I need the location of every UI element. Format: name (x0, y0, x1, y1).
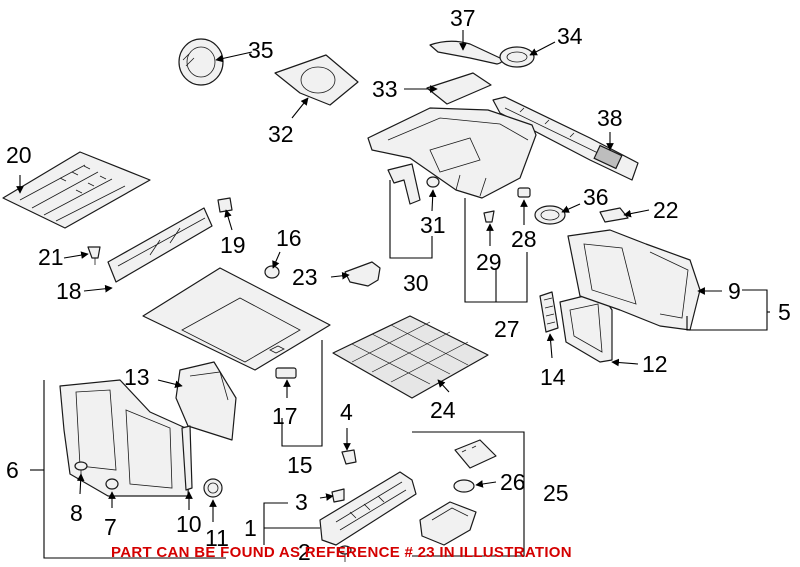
pin-part-21 (87, 246, 101, 265)
floor-panel-part-20 (2, 151, 151, 229)
bulb-part-26 (453, 479, 475, 493)
callout-20: 20 (6, 142, 32, 168)
callout-18: 18 (56, 278, 82, 304)
speaker-cover-part-32 (274, 54, 359, 106)
callout-33: 33 (372, 76, 398, 102)
callout-labels: 37 34 35 33 32 38 20 36 22 31 28 16 19 2… (6, 5, 791, 565)
side-trim-part-6 (59, 379, 191, 497)
callout-4: 4 (340, 399, 353, 425)
callout-32: 32 (268, 121, 294, 147)
panel-part-33 (426, 72, 492, 105)
reference-notice: PART CAN BE FOUND AS REFERENCE # 23 IN I… (111, 544, 572, 561)
sill-trim-part-18 (107, 207, 213, 283)
callout-7: 7 (104, 514, 117, 540)
bracket-part-30 (387, 163, 421, 205)
pillar-part-10 (181, 425, 193, 491)
callout-31: 31 (420, 212, 446, 238)
callout-35: 35 (248, 37, 274, 63)
callout-25: 25 (543, 480, 569, 506)
callout-37: 37 (450, 5, 476, 31)
callout-22: 22 (653, 197, 679, 223)
callout-14: 14 (540, 364, 566, 390)
callout-23: 23 (292, 264, 318, 290)
callout-36: 36 (583, 184, 609, 210)
callout-10: 10 (176, 511, 202, 537)
clip-part-29 (483, 210, 495, 223)
clip-part-22 (599, 207, 629, 223)
callout-38: 38 (597, 105, 623, 131)
clip-part-19 (217, 197, 233, 213)
callout-26: 26 (500, 469, 526, 495)
callout-12: 12 (642, 351, 668, 377)
cover-rod-part-37 (429, 40, 503, 65)
callout-24: 24 (430, 397, 456, 423)
callout-34: 34 (557, 23, 583, 49)
callout-17: 17 (272, 403, 298, 429)
callout-30: 30 (403, 270, 429, 296)
callout-6: 6 (6, 457, 19, 483)
callout-1: 1 (244, 515, 257, 541)
grommet-part-7 (105, 478, 119, 490)
quarter-trim-part-9 (567, 229, 701, 331)
cargo-net-part-24 (332, 315, 489, 399)
speaker-part-35 (178, 38, 224, 86)
callout-15: 15 (287, 452, 313, 478)
cap-part-11 (203, 478, 223, 498)
clip-part-28 (517, 187, 531, 198)
callout-3: 3 (295, 489, 308, 515)
lamp-assembly-part-25 (419, 439, 497, 546)
callout-5: 5 (778, 299, 791, 325)
hook-part-17 (275, 367, 297, 379)
speaker-ring-part-36 (534, 205, 566, 225)
clip-part-3 (331, 488, 345, 503)
clip-part-4 (341, 449, 357, 465)
pin-part-8 (74, 461, 88, 478)
strap-part-23 (344, 261, 381, 287)
callout-8: 8 (70, 500, 83, 526)
vent-part-14 (539, 291, 559, 333)
screw-part-2 (338, 545, 352, 562)
callout-9: 9 (728, 278, 741, 304)
cargo-floor-part-15 (142, 267, 331, 371)
clip-part-31 (426, 176, 440, 188)
callout-11: 11 (205, 525, 229, 551)
callout-2: 2 (298, 539, 311, 565)
leader-lines (16, 30, 770, 559)
callout-21: 21 (38, 244, 64, 270)
scuff-plate-part-1 (319, 471, 417, 546)
speaker-part-34 (499, 46, 535, 68)
clip-part-16 (264, 265, 280, 279)
callout-16: 16 (276, 225, 302, 251)
callout-27: 27 (494, 316, 520, 342)
callout-13: 13 (124, 364, 150, 390)
callout-19: 19 (220, 232, 246, 258)
wheel-cover-part-13 (175, 361, 237, 441)
package-tray-assembly (367, 107, 537, 199)
callout-29: 29 (476, 249, 502, 275)
callout-28: 28 (511, 226, 537, 252)
